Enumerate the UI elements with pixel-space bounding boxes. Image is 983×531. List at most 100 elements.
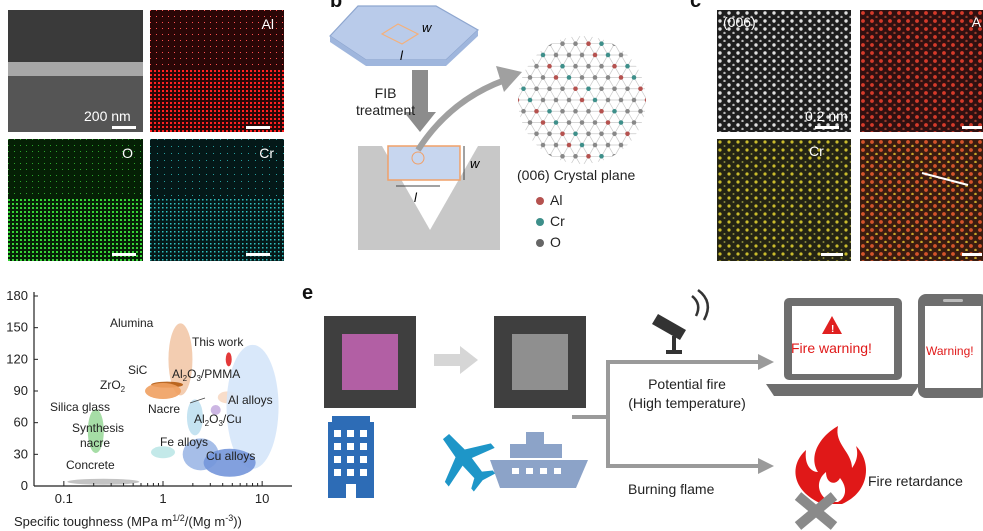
lattice-atom — [573, 153, 578, 159]
lattice-atom — [618, 142, 624, 148]
x-axis-label: Specific toughness (MPa m1/2/(Mg m-3)) — [14, 513, 242, 529]
label-cu-alloys: Cu alloys — [206, 449, 255, 463]
region-concrete — [67, 478, 140, 485]
lattice-atom — [631, 97, 637, 103]
lattice-bond — [620, 156, 628, 164]
region-cu-alloys — [203, 448, 256, 477]
micro-a-al: Al — [150, 10, 284, 132]
atom-cr-icon — [536, 218, 544, 226]
tile-label-cr-c: Cr — [809, 143, 824, 159]
lattice-atom — [645, 30, 650, 35]
lattice-bond — [542, 156, 550, 164]
lattice-bond — [512, 100, 517, 111]
lattice-atom — [638, 131, 643, 137]
lattice-atom — [599, 63, 604, 69]
lattice-bond — [512, 145, 517, 156]
region-al2o3-cu — [210, 405, 221, 415]
lattice-atom — [625, 108, 630, 114]
label-this-work: This work — [192, 335, 244, 349]
region-this-work — [225, 352, 232, 367]
lattice-bond — [537, 30, 544, 32]
lattice-bond — [641, 30, 648, 32]
lattice-atom — [534, 153, 539, 159]
lattice-atom — [518, 120, 520, 125]
lattice-atom — [605, 75, 611, 80]
lattice-atom — [618, 75, 624, 80]
y-tick-label: 90 — [14, 383, 28, 398]
lattice-atom — [521, 153, 526, 159]
lattice-atom — [592, 120, 598, 125]
lattice-atom — [651, 86, 652, 91]
lattice-atom — [618, 120, 624, 125]
micro-c-cr: Cr — [717, 139, 851, 261]
lattice-atom — [651, 109, 652, 114]
lattice-bond — [647, 89, 652, 100]
lattice-bond — [595, 30, 602, 32]
tile-label-o: O — [122, 145, 133, 161]
lattice-atom — [592, 52, 598, 58]
lattice-atom — [579, 97, 585, 103]
lattice-bond — [640, 54, 646, 67]
lattice-bond — [530, 30, 537, 32]
lattice-atom — [618, 52, 624, 58]
lattice-atom — [554, 30, 559, 35]
lattice-atom — [592, 142, 598, 148]
lattice-atom — [644, 120, 646, 125]
lattice-bond — [536, 36, 544, 44]
lattice-atom — [573, 63, 578, 69]
lattice-bond — [569, 30, 576, 32]
lattice-atom — [638, 41, 643, 47]
lattice-bond — [582, 30, 589, 32]
label-sic: SiC — [128, 363, 148, 377]
lattice-atom — [515, 30, 520, 35]
lattice-atom — [512, 109, 513, 114]
label-al2o3-cu: Al2O3/Cu — [194, 412, 242, 428]
lattice-atom — [605, 120, 611, 125]
tile-label-006: (006) — [723, 14, 756, 30]
application-scheme: ! — [324, 289, 983, 530]
lattice-atom — [553, 52, 559, 58]
fib-schematic: w l w l — [329, 5, 522, 250]
lattice-bond — [563, 30, 570, 32]
dim-l-top: l — [400, 48, 404, 63]
label-al-alloys: Al alloys — [228, 393, 273, 407]
atom-o-icon — [536, 239, 544, 247]
arrow-right-icon — [434, 346, 478, 374]
lattice-atom — [560, 153, 565, 159]
lattice-atom — [612, 63, 617, 69]
potential-fire-text: Potential fire — [648, 376, 726, 392]
lattice-atom — [631, 120, 637, 125]
scale-text: 200 nm — [84, 108, 131, 124]
region-silica-glass — [87, 409, 104, 454]
lattice-atom — [599, 86, 604, 92]
lattice-atom — [528, 30, 533, 35]
micro-a-o: O — [8, 139, 143, 261]
burning-flame-label: Burning flame — [628, 481, 715, 497]
lattice-atom — [521, 63, 526, 69]
lattice-atom — [651, 41, 652, 46]
element-legend: Al Cr O — [536, 190, 565, 253]
lattice-atom — [512, 154, 513, 159]
lattice-atom — [521, 108, 526, 114]
lattice-bond — [647, 100, 652, 111]
lattice-atom — [527, 52, 533, 58]
warning-icon — [822, 316, 842, 334]
region-synthesis-nacre — [151, 446, 175, 459]
tile-label-al: Al — [261, 16, 274, 32]
lattice-atom — [527, 97, 533, 103]
lattice-atom — [612, 131, 617, 137]
lattice-atom — [599, 153, 604, 159]
lattice-bond — [518, 156, 524, 164]
lattice-atom — [599, 108, 604, 114]
scale-bar — [962, 126, 982, 129]
lattice-atom — [644, 97, 646, 103]
lattice-bond — [647, 123, 652, 134]
lattice-atom — [512, 131, 513, 136]
label-zro2: ZrO2 — [100, 378, 126, 394]
lattice-bond — [512, 111, 517, 122]
lattice-atom — [553, 97, 559, 103]
lattice-bond — [627, 43, 635, 56]
lattice-bond — [529, 43, 537, 56]
lattice-bond — [647, 30, 652, 32]
lattice-atom — [566, 75, 572, 80]
